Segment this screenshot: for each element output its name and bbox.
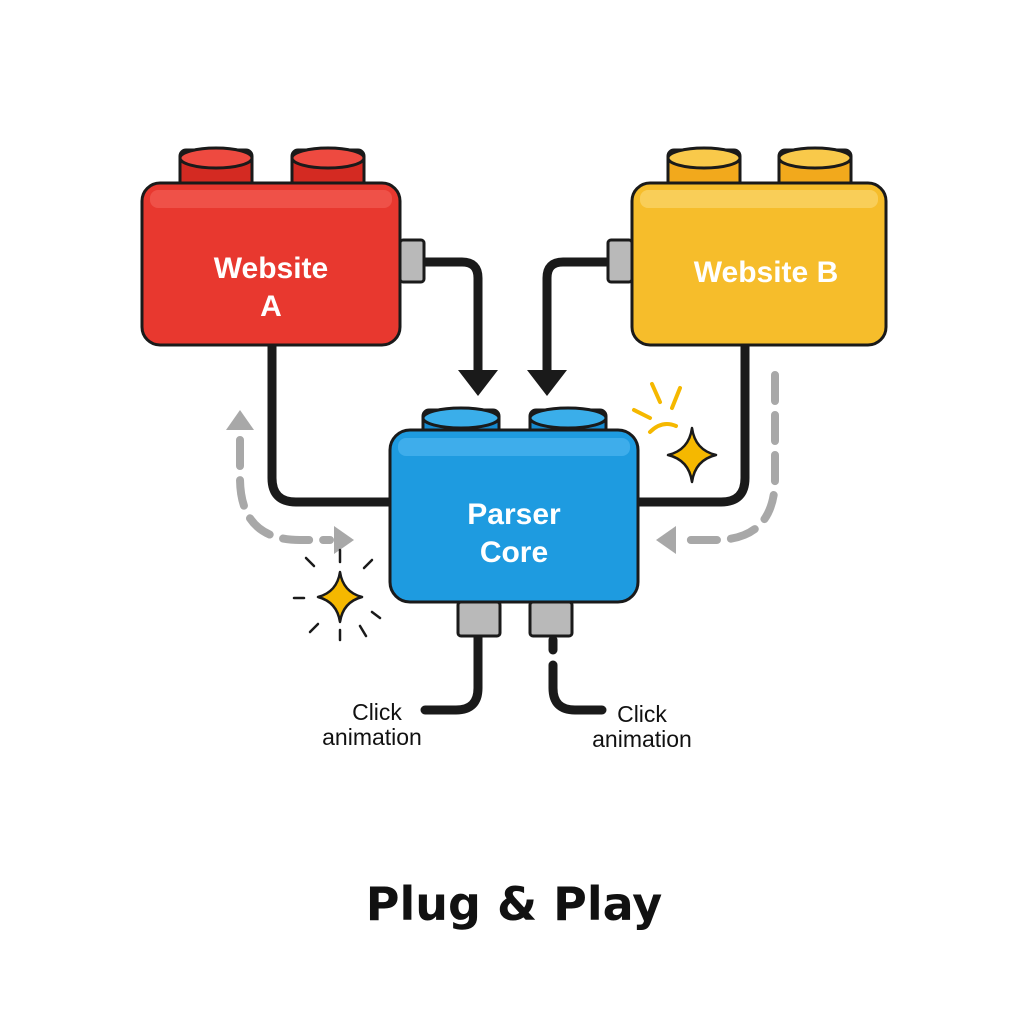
right-click-animation-line1: Click — [617, 701, 667, 727]
wire-website-b-bottom — [631, 340, 750, 507]
website-a-block: Website A — [140, 146, 426, 347]
parser-core-block: Parser Core — [388, 406, 640, 638]
parser-port-right — [528, 600, 574, 638]
parser-core-label-line2: Core — [480, 536, 548, 569]
right-click-animation-line2: animation — [592, 726, 692, 752]
feedback-arrow-right — [656, 371, 779, 554]
website-b-label: Website B — [694, 256, 838, 289]
wire-output-left — [420, 630, 483, 715]
parser-port-left — [456, 600, 502, 638]
wire-website-b-to-parser — [542, 257, 613, 375]
sparkle-icon-right — [632, 382, 718, 484]
gray-arrowhead-left — [656, 526, 676, 554]
wire-output-right — [548, 660, 607, 715]
wire-website-a-to-parser — [420, 257, 483, 375]
arrowhead-left-into-parser — [458, 370, 498, 396]
sparkle-icon-left — [292, 548, 382, 642]
website-a-port — [398, 238, 426, 284]
arrowhead-right-into-parser — [527, 370, 567, 396]
gray-arrowhead-right — [334, 526, 354, 554]
parser-core-label-line1: Parser — [467, 498, 561, 531]
feedback-arrow-left — [226, 410, 354, 554]
gray-arrowhead-up — [226, 410, 254, 430]
website-a-label-line2: A — [260, 290, 282, 323]
website-b-block: Website B — [606, 146, 888, 347]
parser-core-body — [388, 428, 640, 604]
wires — [267, 257, 750, 715]
diagram-caption: Plug & Play — [366, 877, 662, 931]
website-a-label-line1: Website — [214, 252, 328, 285]
website-b-port — [606, 238, 634, 284]
wire-website-a-bottom — [267, 340, 397, 507]
left-click-animation-line2: animation — [322, 724, 422, 750]
left-click-animation-line1: Click — [352, 699, 402, 725]
